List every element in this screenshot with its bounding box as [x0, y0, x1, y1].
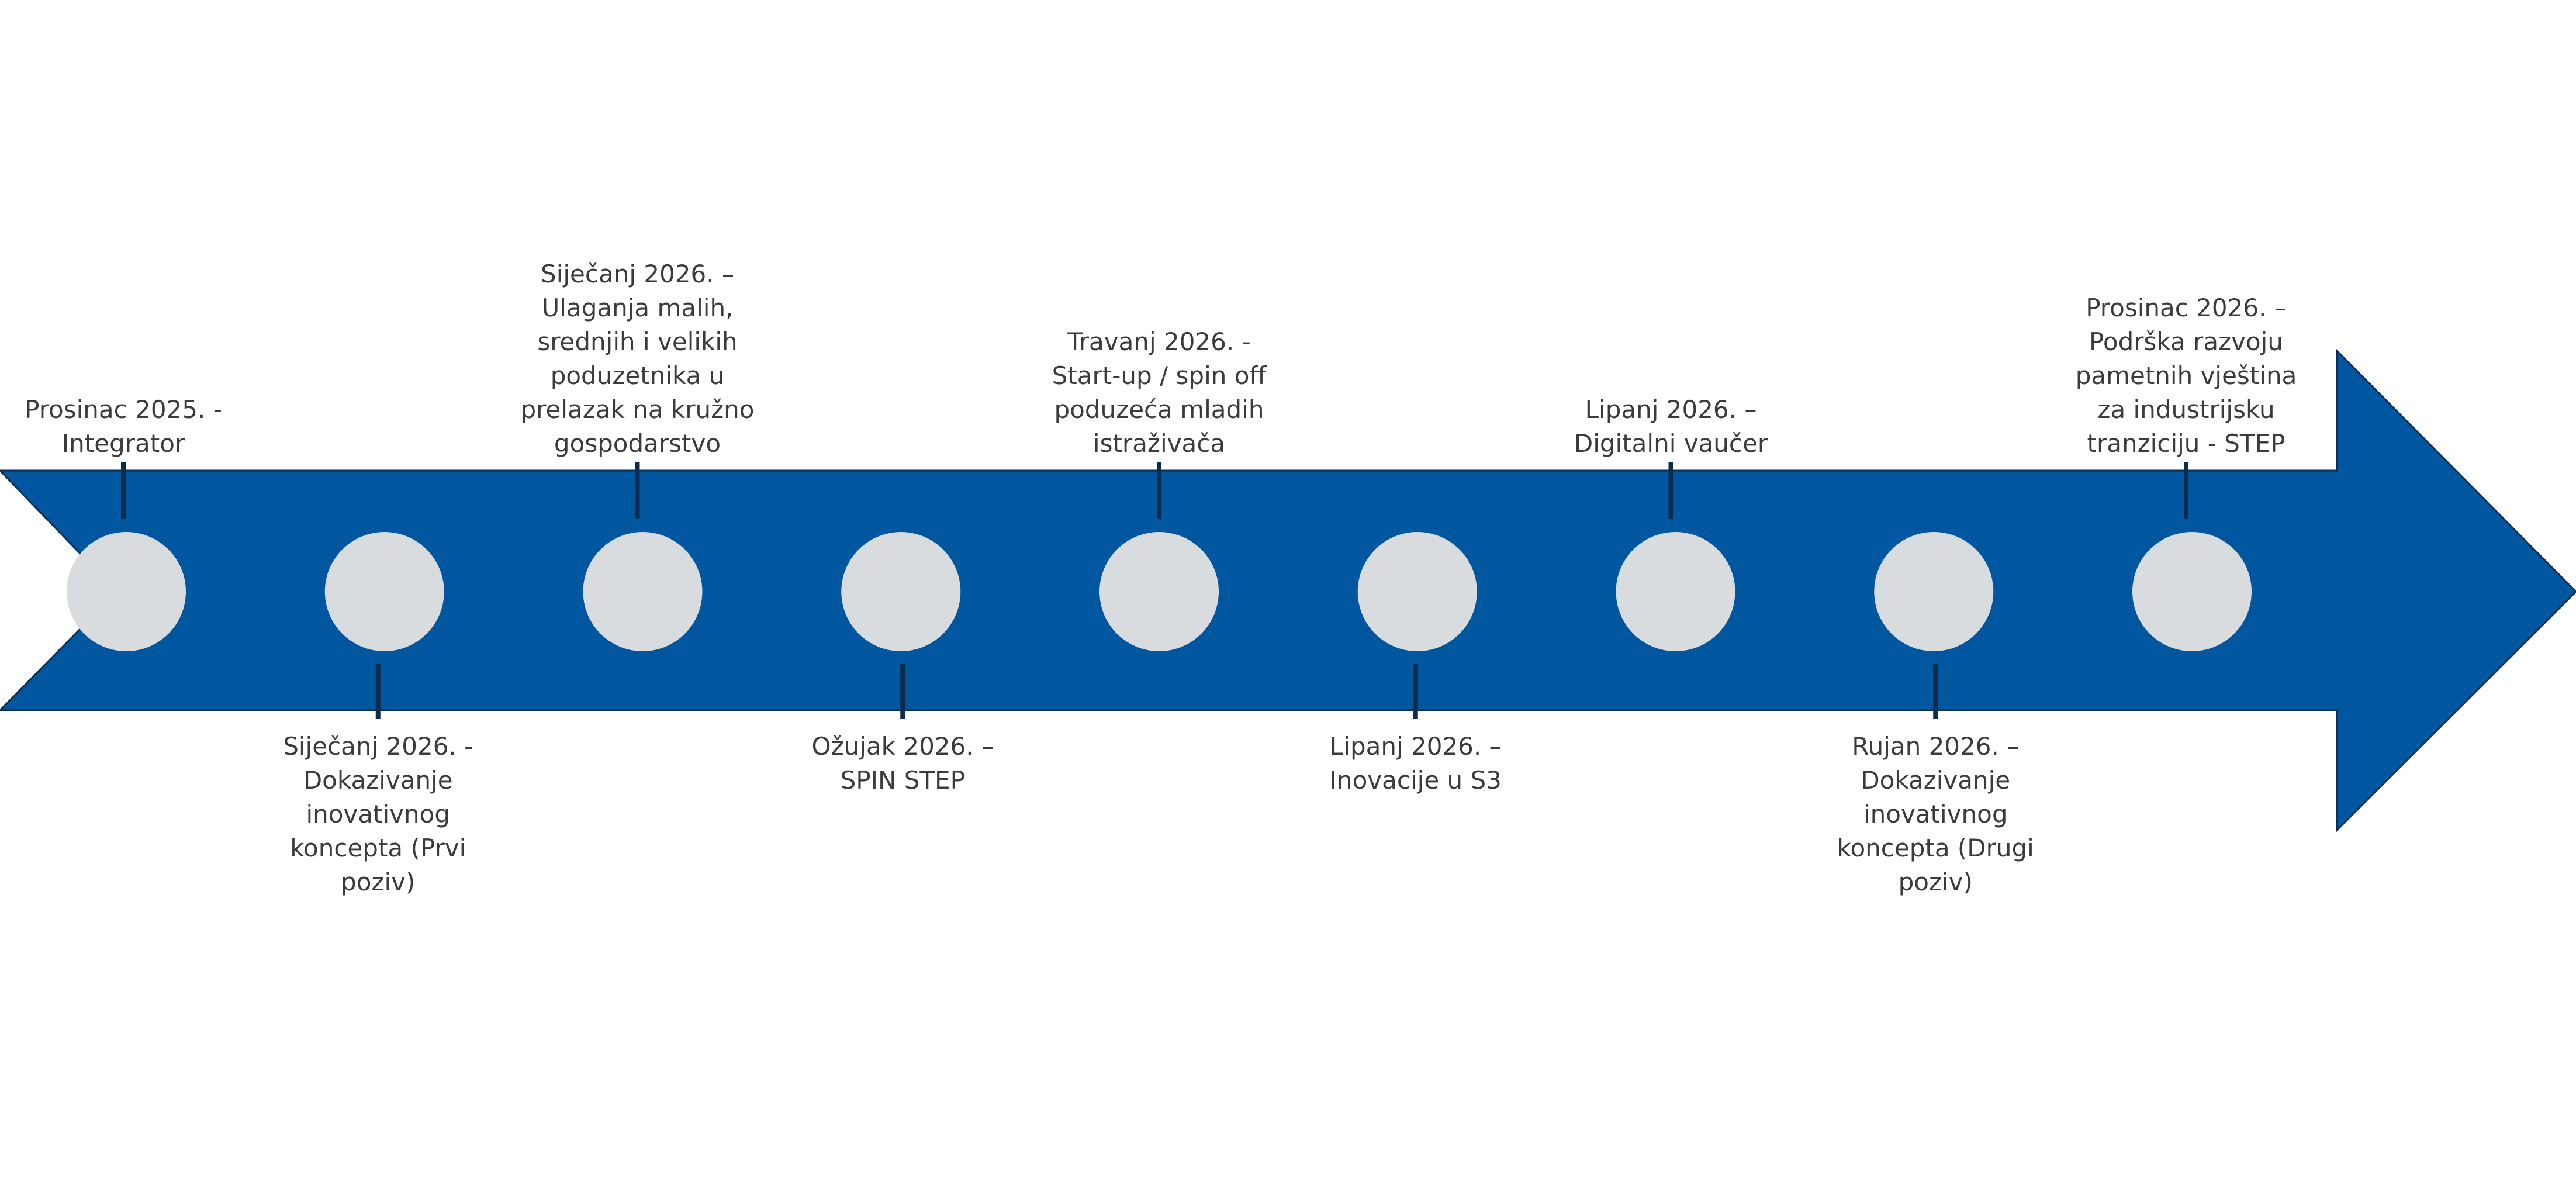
- milestone-dot: [2132, 532, 2252, 651]
- timeline-arrow: [0, 348, 2576, 832]
- milestone-label: Siječanj 2026. - Dokazivanje inovativnog…: [283, 732, 473, 896]
- milestone-label: Travanj 2026. - Start-up / spin off podu…: [1052, 327, 1267, 458]
- milestone-dots: [67, 532, 2252, 651]
- milestone-dot: [67, 532, 186, 651]
- milestone-label: Rujan 2026. – Dokazivanje inovativnog ko…: [1837, 732, 2034, 896]
- milestone-dot: [841, 532, 961, 651]
- milestone-label: Prosinac 2026. – Podrška razvoju pametni…: [2075, 293, 2297, 458]
- milestone-dot: [1616, 532, 1735, 651]
- milestone-label: Siječanj 2026. – Ulaganja malih, srednji…: [520, 260, 755, 458]
- milestone-dot: [324, 532, 444, 651]
- milestone-label: Prosinac 2025. - Integrator: [25, 395, 222, 458]
- milestone-label: Lipanj 2026. – Inovacije u S3: [1329, 732, 1502, 794]
- milestone-label: Lipanj 2026. – Digitalni vaučer: [1574, 395, 1768, 458]
- milestone-dot: [1099, 532, 1219, 651]
- connector-lines: [121, 462, 2188, 719]
- milestone-dot: [583, 532, 703, 651]
- milestone-dot: [1874, 532, 1994, 651]
- milestone-dot: [1357, 532, 1477, 651]
- milestone-label: Ožujak 2026. – SPIN STEP: [811, 732, 994, 794]
